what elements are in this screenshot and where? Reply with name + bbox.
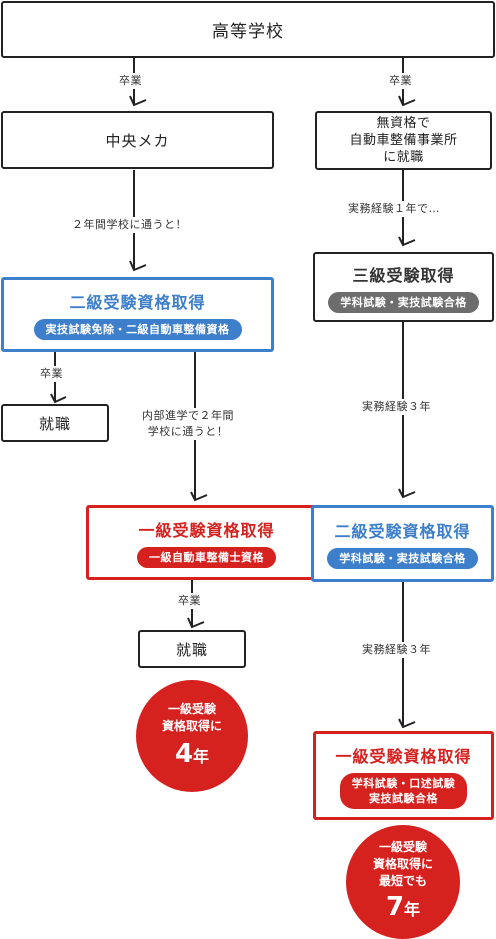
four-year-badge-line-2: 資格取得に bbox=[161, 718, 222, 733]
unlicensed-job-line-1: 無資格で bbox=[376, 116, 431, 131]
experience-3yr-label-1: 実務経験３年 bbox=[360, 399, 433, 415]
seven-year-badge-unit: 年 bbox=[404, 900, 421, 919]
four-year-badge: 一級受験 資格取得に 4年 bbox=[136, 680, 248, 792]
chuo-mecha-box: 中央メカ bbox=[1, 111, 274, 169]
right-level1-pill-line-1: 学科試験・口述試験 bbox=[351, 776, 456, 790]
left-job-label-1: 就職 bbox=[38, 414, 71, 433]
unlicensed-job-line-2: 自動車整備事業所 bbox=[349, 133, 458, 148]
four-year-badge-number: 4 bbox=[174, 738, 194, 769]
unlicensed-job-box: 無資格で 自動車整備事業所 に就職 bbox=[315, 111, 492, 170]
right-level1-pill: 学科試験・口述試験 実技試験合格 bbox=[339, 772, 468, 809]
left-level1-box: 一級受験資格取得 一級自動車整備士資格 bbox=[86, 505, 327, 580]
left-job-box-1: 就職 bbox=[1, 404, 109, 442]
left-level2-box: 二級受験資格取得 実技試験免除・二級自動車整備資格 bbox=[1, 277, 274, 352]
internal-advance-line-2: 学校に通うと！ bbox=[147, 425, 229, 438]
seven-year-badge-number: 7 bbox=[385, 892, 405, 922]
left-graduation-label-2: 卒業 bbox=[38, 366, 65, 382]
right-level2-pill: 学科試験・実技試験合格 bbox=[327, 548, 478, 569]
left-level1-title: 一級受験資格取得 bbox=[138, 521, 275, 540]
level3-box: 三級受験取得 学科試験・実技試験合格 bbox=[313, 252, 494, 322]
two-year-label: ２年間学校に通うと！ bbox=[70, 217, 189, 233]
four-year-badge-unit: 年 bbox=[193, 746, 210, 766]
chuo-mecha-label: 中央メカ bbox=[105, 131, 170, 150]
unlicensed-job-line-3: に就職 bbox=[383, 150, 424, 165]
left-level2-title: 二級受験資格取得 bbox=[69, 293, 206, 312]
left-graduation-label-3: 卒業 bbox=[176, 593, 203, 609]
high-school-box: 高等学校 bbox=[1, 1, 495, 58]
level3-title: 三級受験取得 bbox=[352, 265, 455, 285]
internal-advance-label: 内部進学で２年間 学校に通うと！ bbox=[140, 408, 236, 440]
high-school-label: 高等学校 bbox=[212, 22, 284, 42]
left-job-label-2: 就職 bbox=[175, 640, 208, 659]
internal-advance-line-1: 内部進学で２年間 bbox=[142, 409, 234, 422]
right-level1-pill-line-2: 実技試験合格 bbox=[369, 791, 438, 805]
four-year-badge-line-1: 一級受験 bbox=[167, 701, 216, 716]
right-level2-title: 二級受験資格取得 bbox=[334, 522, 471, 541]
left-graduation-label-1: 卒業 bbox=[117, 73, 144, 89]
seven-year-badge-line-2: 資格取得に bbox=[372, 857, 433, 871]
seven-year-badge-line-3: 最短でも bbox=[378, 874, 427, 888]
experience-1yr-label: 実務経験１年で… bbox=[346, 201, 442, 217]
level3-pill: 学科試験・実技試験合格 bbox=[328, 291, 479, 313]
left-level2-pill: 実技試験免除・二級自動車整備資格 bbox=[33, 319, 242, 340]
left-level1-pill: 一級自動車整備士資格 bbox=[137, 547, 276, 568]
right-level2-box: 二級受験資格取得 学科試験・実技試験合格 bbox=[311, 505, 494, 582]
right-level1-title: 一級受験資格取得 bbox=[335, 746, 472, 766]
seven-year-badge: 一級受験 資格取得に 最短でも 7年 bbox=[346, 825, 460, 939]
seven-year-badge-value: 7年 bbox=[386, 892, 420, 925]
right-graduation-label: 卒業 bbox=[387, 73, 414, 89]
experience-3yr-label-2: 実務経験３年 bbox=[360, 642, 433, 658]
left-job-box-2: 就職 bbox=[138, 630, 246, 668]
four-year-badge-value: 4年 bbox=[175, 739, 209, 772]
right-level1-box: 一級受験資格取得 学科試験・口述試験 実技試験合格 bbox=[313, 731, 494, 820]
seven-year-badge-line-1: 一級受験 bbox=[378, 840, 427, 854]
